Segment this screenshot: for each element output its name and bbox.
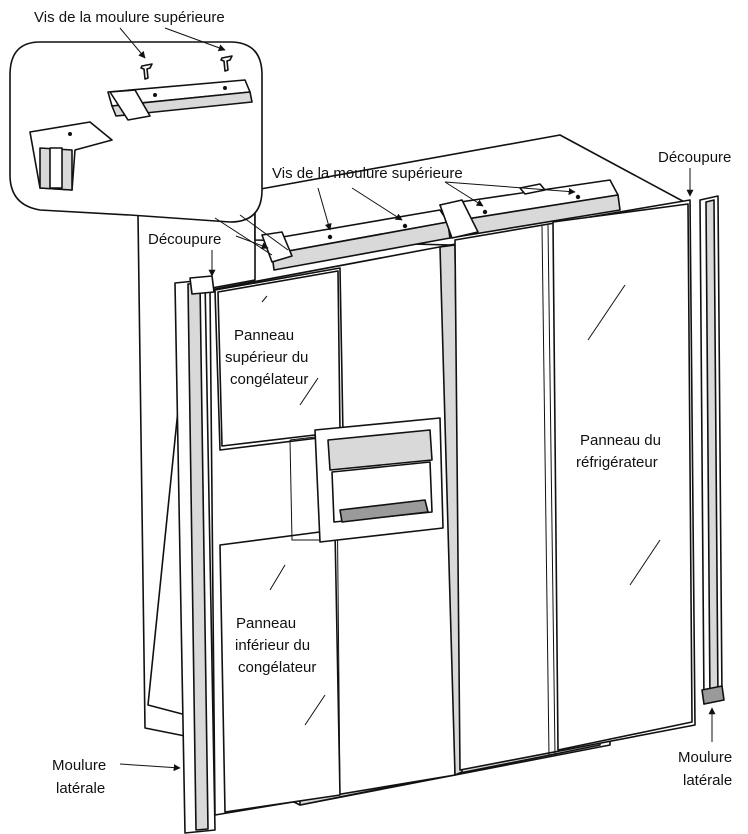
labels: Vis de la moulure supérieure Vis de la m… (34, 9, 732, 797)
top-molding-left (261, 209, 451, 271)
freezer-lower-label-3: congélateur (238, 659, 316, 676)
freezer-lower-label-1: Panneau (236, 615, 296, 632)
side-trim-right (699, 195, 725, 705)
side-trim-right-label-1: Moulure (678, 749, 732, 766)
freezer-upper-label-1: Panneau (234, 327, 294, 344)
freezer-upper-label-3: congélateur (230, 371, 308, 388)
detail-inset (9, 41, 289, 256)
side-trim-right-label-2: latérale (683, 772, 732, 789)
dispenser (289, 417, 444, 543)
fridge-label-1: Panneau du (580, 432, 661, 449)
side-trim-left-label-2: latérale (56, 780, 105, 797)
side-trim-left (174, 275, 216, 834)
fridge-label-2: réfrigérateur (576, 454, 658, 471)
freezer-upper-label-2: supérieur du (225, 349, 308, 366)
freezer-lower-label-2: inférieur du (235, 637, 310, 654)
cutout-right-label: Découpure (658, 149, 731, 166)
side-trim-left-label-1: Moulure (52, 757, 106, 774)
screw-icon (220, 55, 233, 72)
refrigerator-panel (552, 203, 693, 751)
inset-screws-label: Vis de la moulure supérieure (34, 9, 225, 26)
top-screws-label: Vis de la moulure supérieure (272, 165, 463, 182)
cutout-left-label: Découpure (148, 231, 221, 248)
freezer-lower-panel (219, 529, 341, 813)
screw-icon (140, 63, 153, 80)
callout-arrows (119, 27, 716, 772)
